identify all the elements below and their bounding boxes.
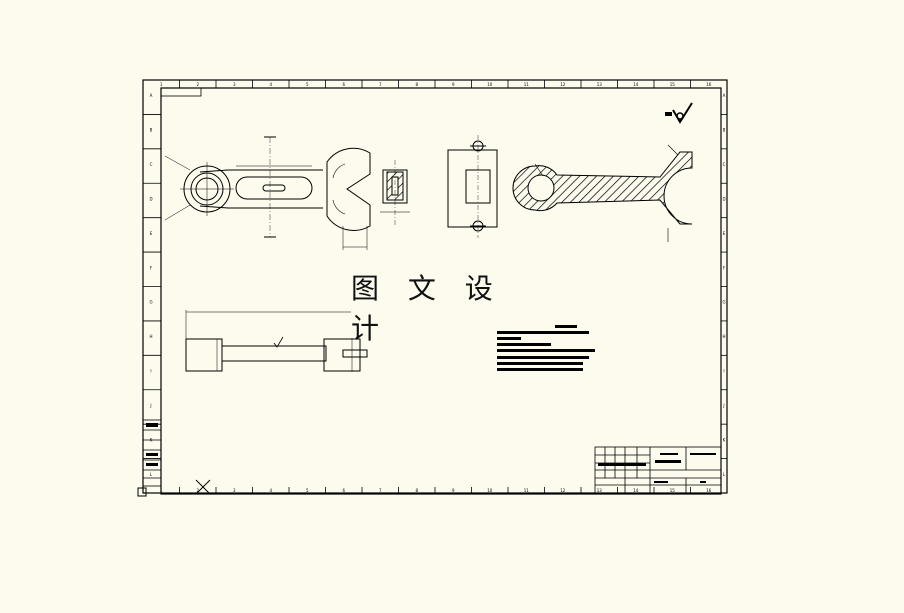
frame-zone-letter: A (150, 93, 153, 98)
frame-zone-number: 14 (633, 82, 639, 87)
cross-icon (195, 479, 211, 495)
frame-zone-number: 9 (452, 82, 455, 87)
frame-zone-letter: G (149, 300, 152, 305)
frame-zone-number: 7 (379, 488, 382, 493)
frame-zone-number: 2 (196, 488, 199, 493)
frame-zone-letter: E (723, 231, 726, 236)
frame-zone-letter: F (150, 265, 153, 270)
frame-zone-letter: D (722, 196, 725, 201)
frame-zone-letter: F (723, 265, 726, 270)
frame-zone-letter: J (149, 403, 151, 408)
frame-zone-letter: E (150, 231, 153, 236)
frame-zone-number: 11 (524, 488, 530, 493)
frame-zone-number: 15 (670, 82, 676, 87)
frame-zone-number: 11 (524, 82, 530, 87)
frame-zone-number: 4 (269, 488, 272, 493)
frame-zone-letter: C (723, 162, 726, 167)
frame-zone-number: 8 (415, 82, 418, 87)
frame-zone-number: 12 (560, 82, 566, 87)
frame-zone-letter: B (723, 128, 726, 133)
frame-zone-letter: C (150, 162, 153, 167)
frame-zone-number: 16 (706, 82, 712, 87)
frame-zone-letter: I (723, 369, 724, 374)
connecting-rod-front-view (164, 136, 371, 250)
frame-zone-number: 1 (160, 82, 163, 87)
frame-zone-number: 13 (597, 488, 603, 493)
roughness-symbol-icon (665, 102, 693, 124)
frame-zone-number: 15 (670, 488, 676, 493)
frame-zone-letter: J (722, 403, 724, 408)
frame-zone-number: 3 (233, 488, 236, 493)
frame-zone-number: 10 (487, 82, 493, 87)
frame-zone-number: 5 (306, 488, 309, 493)
section-view-aa (512, 144, 693, 242)
frame-zone-number: 14 (633, 488, 639, 493)
frame-zone-number: 8 (415, 488, 418, 493)
frame-zone-ticks (143, 80, 728, 494)
frame-zone-letter: A (723, 93, 726, 98)
frame-zone-letter: K (723, 437, 726, 442)
technical-notes (497, 325, 595, 371)
frame-zone-letter: L (723, 472, 726, 477)
watermark-banner: 图 文 设 计 (351, 272, 551, 345)
frame-zone-letter: B (150, 128, 153, 133)
frame-zone-letter: D (149, 196, 152, 201)
frame-zone-letter: I (150, 369, 151, 374)
frame-zone-letter: H (149, 334, 152, 339)
frame-zone-number: 7 (379, 82, 382, 87)
frame-zone-number: 16 (706, 488, 712, 493)
connecting-rod-top-view (185, 310, 368, 372)
frame-zone-number: 12 (560, 488, 566, 493)
frame-zone-number: 6 (342, 82, 345, 87)
frame-zone-number: 5 (306, 82, 309, 87)
frame-zone-number: 10 (487, 488, 493, 493)
frame-zone-number: 1 (160, 488, 163, 493)
frame-zone-letter: L (150, 472, 153, 477)
frame-zone-number: 4 (269, 82, 272, 87)
frame-zone-labels: 1122334455667788991010111112121313141415… (149, 82, 725, 493)
frame-zone-letter: H (722, 334, 725, 339)
frame-zone-number: 3 (233, 82, 236, 87)
connecting-rod-side-view (447, 135, 498, 238)
frame-zone-number: 2 (196, 82, 199, 87)
frame-zone-number: 6 (342, 488, 345, 493)
frame-zone-number: 13 (597, 82, 603, 87)
frame-zone-number: 9 (452, 488, 455, 493)
revision-strip (142, 419, 162, 487)
frame-zone-letter: G (722, 300, 725, 305)
section-view-bb (380, 160, 410, 225)
checkmark-icon (273, 336, 284, 348)
title-block (594, 446, 722, 494)
